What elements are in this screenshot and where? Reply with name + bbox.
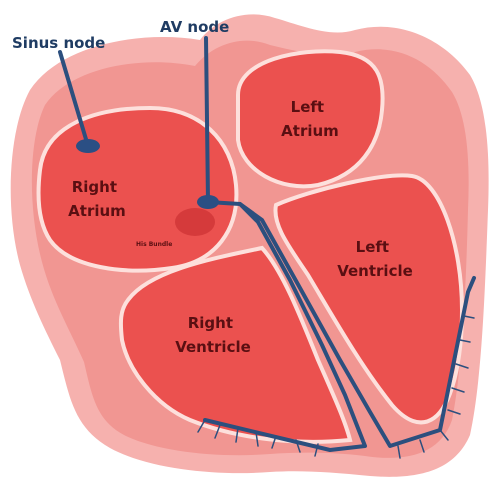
sinus-node-label: Sinus node — [12, 34, 105, 52]
his-bundle-label: His Bundle — [136, 241, 172, 248]
his-bundle-marker — [175, 208, 215, 236]
left-atrium-label-line1: Left — [291, 98, 324, 116]
left-atrium-label-line2: Atrium — [281, 122, 339, 140]
left-ventricle-label-line1: Left — [356, 238, 389, 256]
av-node-label: AV node — [160, 18, 229, 36]
left-ventricle-label-line2: Ventricle — [337, 262, 413, 280]
right-ventricle-label-line2: Ventricle — [175, 338, 251, 356]
av-node-dot — [197, 195, 219, 209]
sinus-node-dot — [76, 139, 100, 153]
right-atrium-label-line2: Atrium — [68, 202, 126, 220]
right-atrium-label-line1: Right — [72, 178, 117, 196]
right-ventricle-label-line1: Right — [188, 314, 233, 332]
